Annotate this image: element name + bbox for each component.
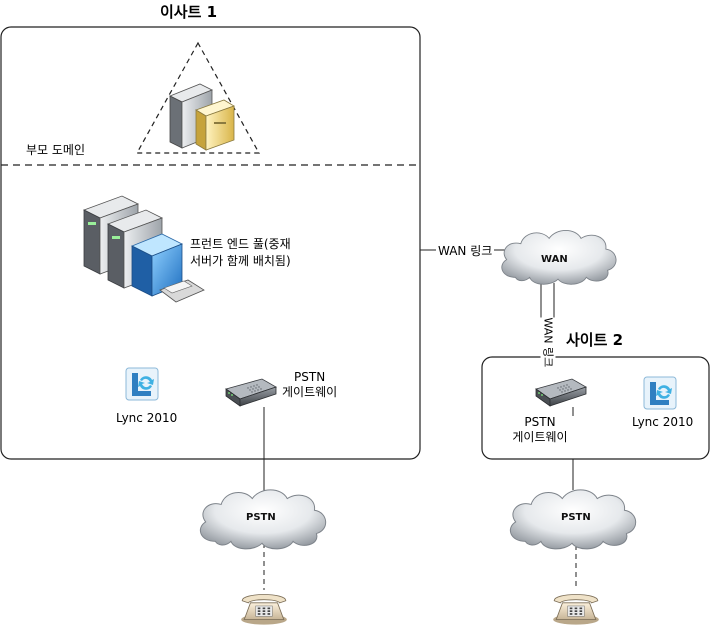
- phone-icon-right: [552, 593, 600, 626]
- front-end-pool-label: 프런트 엔드 풀(중재 서버가 함께 배치됨): [190, 237, 291, 268]
- phone-icon-left: [240, 593, 288, 626]
- lync-client-icon-site2-front: [643, 376, 677, 410]
- lync-client-icon-site1: [125, 367, 159, 401]
- lync-label-site2: Lync 2010: [632, 415, 694, 429]
- pstn-cloud-label-right: PSTN: [561, 512, 591, 523]
- lync-label-site1: Lync 2010: [116, 411, 178, 425]
- wan-link-label: WAN 링크: [436, 244, 495, 259]
- site1-boundary: [0, 26, 421, 460]
- pstn-gateway-label-site2: PSTN 게이트웨이: [512, 415, 568, 444]
- directory-server-icon: [169, 83, 235, 151]
- pstn-cloud-label-left: PSTN: [246, 512, 276, 523]
- parent-domain-label: 부모 도메인: [26, 143, 86, 157]
- front-end-pool-servers-icon: [82, 195, 205, 303]
- pstn-gateway-icon-site1: [225, 378, 277, 407]
- wan-cloud-label: WAN: [541, 254, 568, 265]
- site1-title: 이사트 1: [160, 3, 218, 21]
- site2-title: 사이트 2: [566, 331, 624, 349]
- pstn-gateway-label-site1: PSTN 게이트웨이: [282, 370, 338, 399]
- wan-vertical-link-label: WAN 링크: [540, 317, 556, 368]
- parent-domain-triangle: [135, 41, 261, 154]
